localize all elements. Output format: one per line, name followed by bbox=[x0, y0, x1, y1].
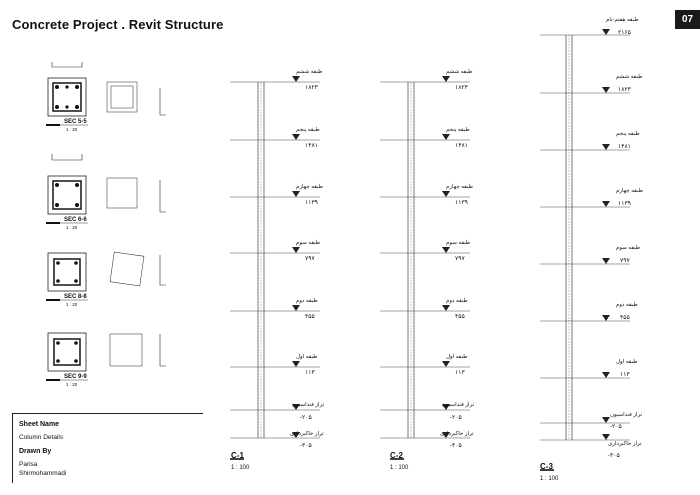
level-elevation: ۱۱۳۹ bbox=[455, 200, 468, 206]
level-name: طبقه سوم bbox=[296, 240, 321, 246]
level-name: طبقه اول bbox=[296, 354, 318, 360]
level-name: تراز فنداسیون bbox=[292, 402, 325, 408]
level-elevation: ۱۱۳ bbox=[620, 372, 630, 378]
level-elevation: ۱۸۲۳ bbox=[305, 85, 318, 91]
level-elevation: ۱۸۲۳ bbox=[455, 85, 468, 91]
column-scale: 1 : 100 bbox=[390, 465, 409, 471]
level-elevation: ۷۹۷ bbox=[305, 256, 315, 262]
level-name: تراز خاکبرداری bbox=[440, 431, 474, 437]
level-elevation: ۱۸۲۳ bbox=[618, 87, 631, 93]
level-name: طبقه دوم bbox=[296, 298, 318, 304]
level-elevation: ۱۱۳ bbox=[305, 370, 315, 376]
sheet-name-label: Sheet Name bbox=[19, 421, 60, 428]
level-elevation: -۳۰۵ bbox=[608, 453, 620, 459]
level-name: طبقه هفتم-بام bbox=[606, 17, 639, 23]
title-block: Sheet Name Column Details Drawn By Paris… bbox=[12, 413, 203, 483]
level-elevation: -۲۰۵ bbox=[450, 415, 462, 421]
level-elevation: ۲۱۶۵ bbox=[618, 30, 631, 36]
sheet-name: Column Details bbox=[19, 434, 64, 441]
section-label: SEC 6-6 bbox=[64, 217, 87, 223]
author-first-name: Parisa bbox=[19, 461, 38, 468]
column-scale: 1 : 100 bbox=[231, 465, 250, 471]
level-elevation: -۳۰۵ bbox=[300, 443, 312, 449]
level-name: طبقه اول bbox=[446, 354, 468, 360]
column-label: C-1 bbox=[231, 451, 244, 460]
level-name: تراز فنداسیون bbox=[610, 412, 643, 418]
level-name: طبقه دوم bbox=[446, 298, 468, 304]
section-label: SEC 9-9 bbox=[64, 374, 87, 380]
level-name: طبقه چهارم bbox=[616, 188, 643, 194]
level-elevation: ۴۵۵ bbox=[305, 314, 315, 320]
level-name: طبقه چهارم bbox=[296, 184, 323, 190]
section-scale: 1 : 20 bbox=[66, 127, 78, 132]
author-last-name: Shirmohammadi bbox=[19, 470, 67, 477]
level-name: طبقه پنجم bbox=[616, 131, 640, 137]
level-elevation: ۴۵۵ bbox=[620, 315, 630, 321]
page-title: Concrete Project . Revit Structure bbox=[12, 17, 224, 32]
level-elevation: ۷۹۷ bbox=[620, 258, 630, 264]
level-name: تراز خاکبرداری bbox=[290, 431, 324, 437]
level-elevation: -۲۰۵ bbox=[300, 415, 312, 421]
level-name: تراز خاکبرداری bbox=[608, 441, 642, 447]
column-label: C-3 bbox=[540, 462, 553, 471]
level-elevation: ۴۵۵ bbox=[455, 314, 465, 320]
level-name: طبقه ششم bbox=[616, 74, 643, 80]
level-elevation: ۱۴۸۱ bbox=[305, 143, 318, 149]
level-elevation: -۲۰۵ bbox=[610, 424, 622, 430]
level-name: طبقه چهارم bbox=[446, 184, 473, 190]
section-scale: 1 : 20 bbox=[66, 302, 78, 307]
column-label: C-2 bbox=[390, 451, 403, 460]
section-label: SEC 5-5 bbox=[64, 119, 87, 125]
level-name: طبقه دوم bbox=[616, 302, 638, 308]
level-name: طبقه سوم bbox=[616, 245, 641, 251]
level-elevation: ۱۴۸۱ bbox=[618, 144, 631, 150]
page-number-badge: 07 bbox=[675, 10, 700, 29]
level-name: طبقه پنجم bbox=[446, 127, 470, 133]
section-label: SEC 8-8 bbox=[64, 294, 87, 300]
level-elevation: ۷۹۷ bbox=[455, 256, 465, 262]
column-scale: 1 : 100 bbox=[540, 476, 559, 482]
level-elevation: -۳۰۵ bbox=[450, 443, 462, 449]
drawn-by-label: Drawn By bbox=[19, 448, 52, 455]
level-name: طبقه پنجم bbox=[296, 127, 320, 133]
section-scale: 1 : 20 bbox=[66, 382, 78, 387]
section-scale: 1 : 20 bbox=[66, 225, 78, 230]
level-name: طبقه ششم bbox=[296, 69, 323, 75]
level-name: طبقه سوم bbox=[446, 240, 471, 246]
level-elevation: ۱۴۸۱ bbox=[455, 143, 468, 149]
level-name: طبقه اول bbox=[616, 359, 638, 365]
level-elevation: ۱۱۳۹ bbox=[618, 201, 631, 207]
level-elevation: ۱۱۳ bbox=[455, 370, 465, 376]
level-name: طبقه ششم bbox=[446, 69, 473, 75]
level-name: تراز فنداسیون bbox=[442, 402, 475, 408]
level-elevation: ۱۱۳۹ bbox=[305, 200, 318, 206]
